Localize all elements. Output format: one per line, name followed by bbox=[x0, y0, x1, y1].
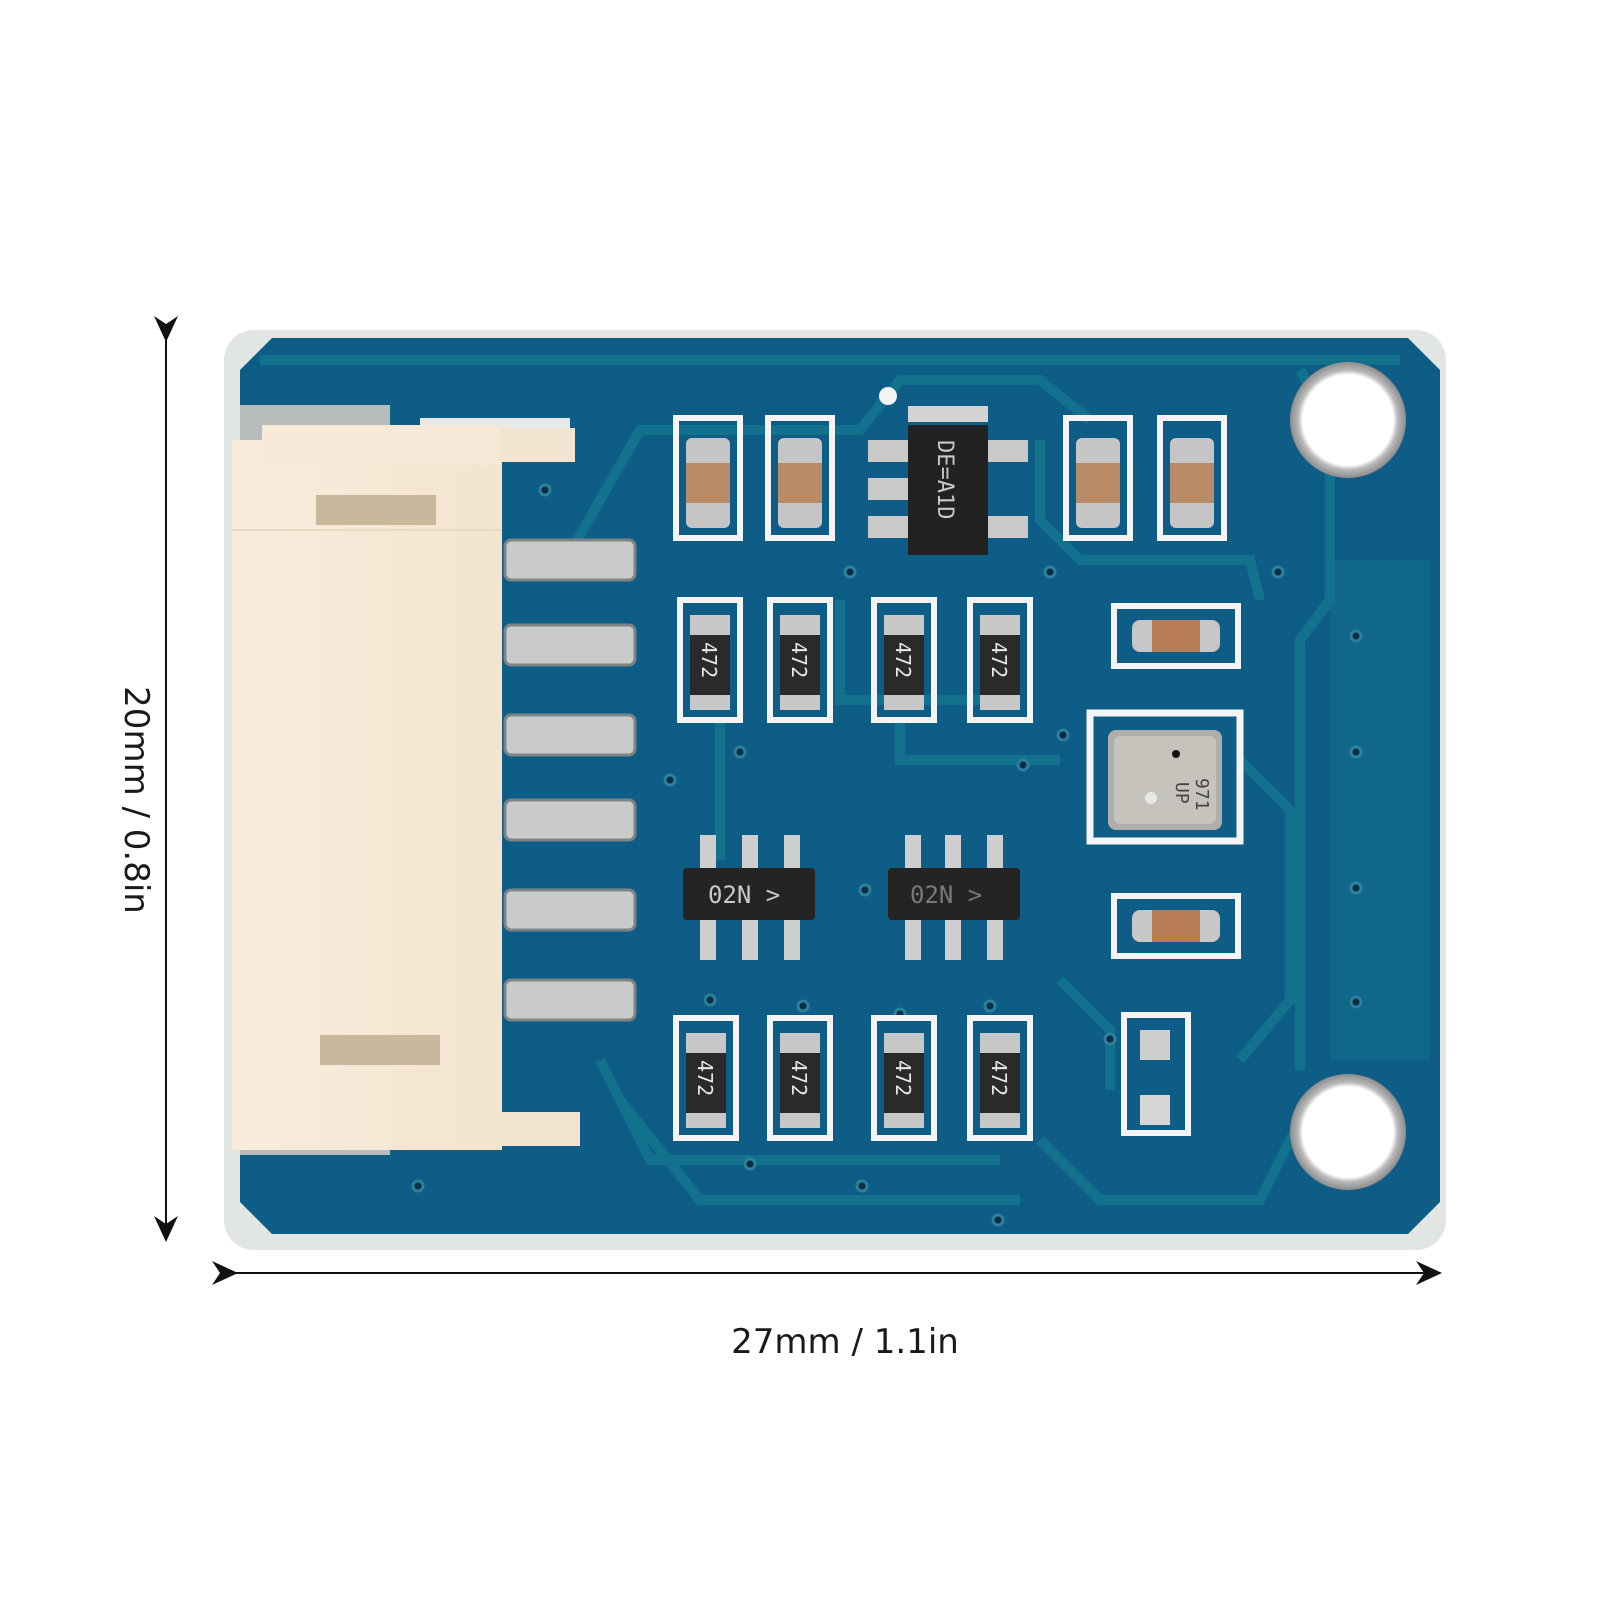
regulator-chip: DE=A1D bbox=[868, 387, 1028, 555]
svg-text:472: 472 bbox=[987, 1060, 1011, 1096]
capacitor-side-top bbox=[1111, 603, 1241, 669]
capacitor-side-bottom bbox=[1111, 893, 1241, 959]
resistors-row-bottom: 472 472 472 472 bbox=[673, 1015, 1033, 1141]
regulator-marking: DE=A1D bbox=[932, 440, 957, 519]
mounting-hole-bottom bbox=[1290, 1074, 1406, 1190]
solder-pads bbox=[1121, 1012, 1191, 1136]
svg-text:472: 472 bbox=[787, 642, 811, 678]
svg-text:472: 472 bbox=[787, 1060, 811, 1096]
svg-text:472: 472 bbox=[891, 642, 915, 678]
connector-6pin bbox=[232, 405, 580, 1155]
svg-text:472: 472 bbox=[987, 642, 1011, 678]
svg-text:02N >: 02N > bbox=[910, 881, 982, 909]
capacitors-top bbox=[673, 415, 1227, 541]
connector-pins bbox=[503, 538, 637, 1022]
svg-text:02N >: 02N > bbox=[708, 881, 780, 909]
height-dimension-label: 20mm / 0.8in bbox=[116, 686, 156, 914]
pcb-traces bbox=[260, 355, 1400, 1205]
mosfet-chip-2: 02N > bbox=[888, 835, 1020, 960]
vias bbox=[411, 483, 1363, 1227]
svg-text:UP: UP bbox=[1171, 782, 1192, 804]
resistors-row-top: 472 472 472 472 bbox=[677, 597, 1033, 723]
copper-pour-right bbox=[1330, 560, 1430, 1060]
environmental-sensor: 971 UP bbox=[1086, 709, 1244, 845]
svg-text:971: 971 bbox=[1191, 778, 1212, 811]
svg-text:472: 472 bbox=[891, 1060, 915, 1096]
mounting-hole-top bbox=[1290, 362, 1406, 478]
width-dimension-label: 27mm / 1.1in bbox=[731, 1322, 959, 1362]
svg-text:472: 472 bbox=[693, 1060, 717, 1096]
mosfet-chip-1: 02N > bbox=[683, 835, 815, 960]
svg-text:472: 472 bbox=[697, 642, 721, 678]
